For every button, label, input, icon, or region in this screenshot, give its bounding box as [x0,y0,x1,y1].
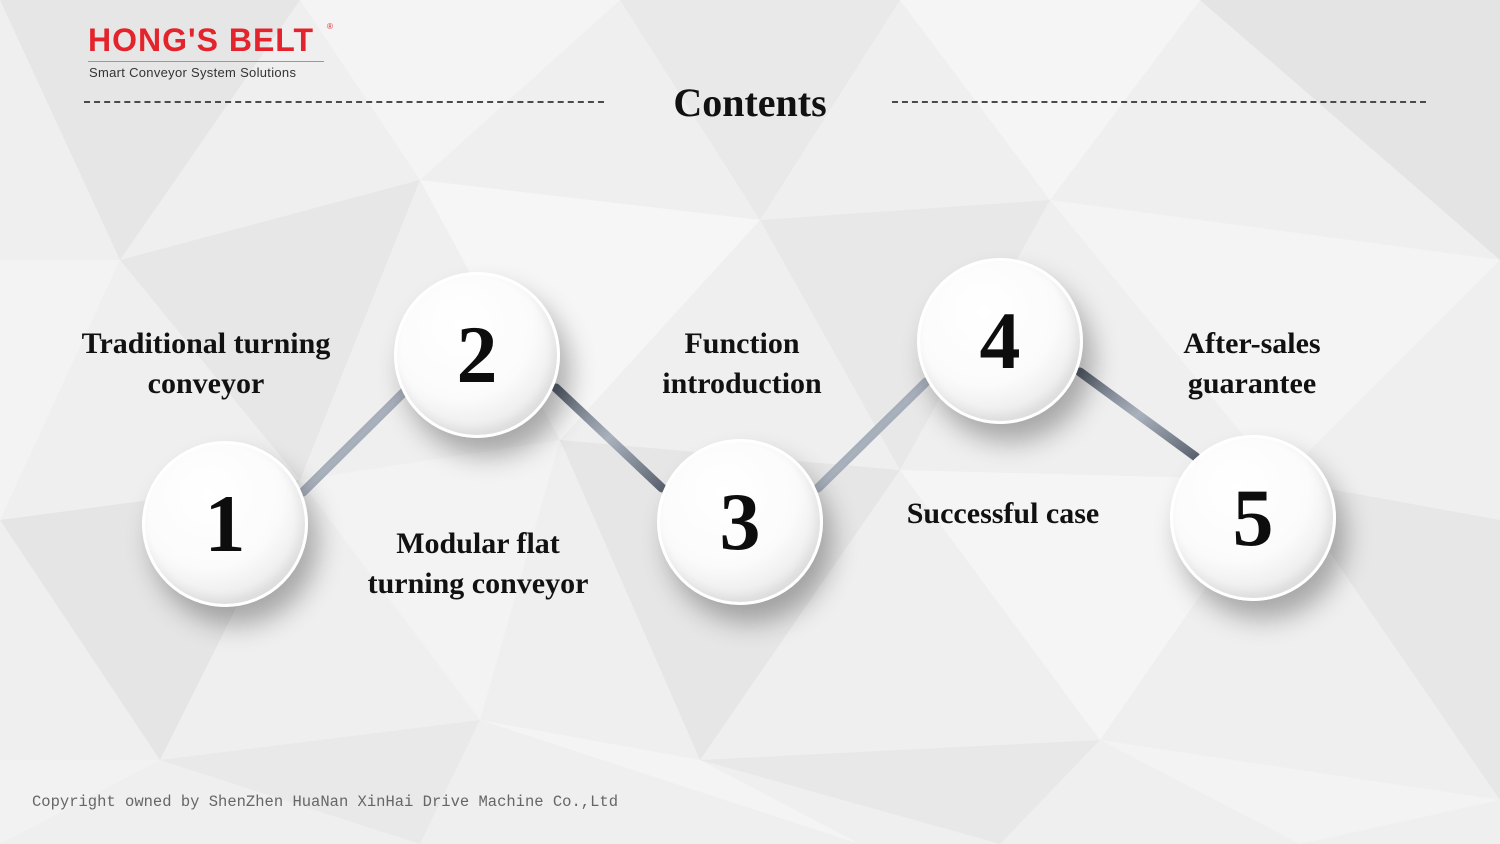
item-circle-3: 3 [657,439,823,605]
item-number-5: 5 [1232,472,1274,563]
item-circle-4: 4 [917,258,1083,424]
title-dash-right [892,101,1426,103]
item-label-2: Modular flat turning conveyor [367,527,589,600]
connector-1-2 [298,387,409,497]
item-label-1: Traditional turning conveyor [81,327,331,400]
item-number-3: 3 [719,476,761,567]
item-circle-5: 5 [1170,435,1336,601]
company-logo: HONG'S BELT ® Smart Conveyor System Solu… [86,22,338,84]
item-label-5: After-sales guarantee [1183,327,1321,400]
item-number-4: 4 [979,295,1021,386]
page-title: Contents [673,80,827,125]
logo-brand-text: HONG'S BELT [88,22,315,58]
item-number-1: 1 [204,478,246,569]
item-circle-1: 1 [142,441,308,607]
logo-tagline: Smart Conveyor System Solutions [89,65,297,80]
registered-mark: ® [327,22,333,31]
title-dash-left [84,101,604,103]
logo-divider [88,61,324,62]
copyright-footer: Copyright owned by ShenZhen HuaNan XinHa… [32,793,618,811]
connector-4-5 [1075,367,1201,462]
item-circle-2: 2 [394,272,560,438]
item-label-3: Function introduction [662,327,822,400]
item-label-4: Successful case [906,497,1100,530]
connector-3-4 [813,377,931,493]
connector-2-3 [551,383,667,493]
item-number-2: 2 [456,309,498,400]
